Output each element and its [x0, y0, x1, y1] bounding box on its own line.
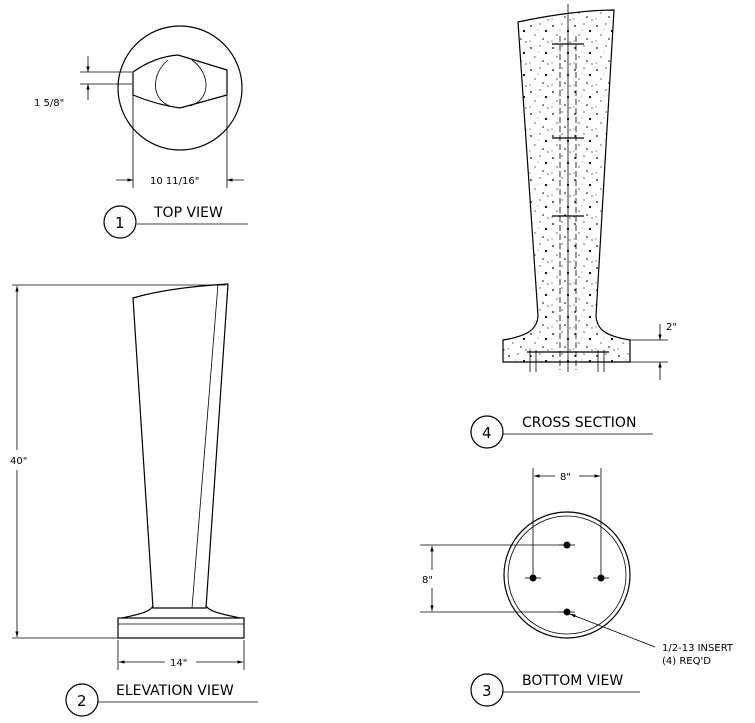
elevation-shaft: [132, 283, 229, 609]
bottom-view-number-bubble: [470, 673, 504, 707]
elevation-view: 40" 14" 2 ELEVATION VIEW: [10, 283, 258, 717]
bottom-view-inner-circle: [507, 515, 627, 635]
insert-note-line-1: 1/2-13 INSERT: [662, 643, 734, 654]
elevation-view-number-bubble: [65, 683, 99, 717]
top-view: 1 5/8" 10 11/16" 1 TOP VIEW: [34, 25, 248, 239]
bottom-view: 8" 8" 1/2-13 INSERT (4) REQ'D 3 BOTTOM V…: [420, 468, 734, 707]
elevation-view-title: ELEVATION VIEW: [116, 683, 234, 699]
top-view-number-bubble: [103, 205, 137, 239]
top-dim-width-label: 10 11/16": [150, 176, 199, 187]
section-outline: [502, 9, 631, 363]
top-dim-thickness-label: 1 5/8": [34, 98, 64, 109]
section-title: CROSS SECTION: [522, 415, 636, 431]
elevation-view-number: 2: [77, 692, 87, 710]
top-view-inner-arc-2: [189, 59, 207, 107]
elevation-foot-flare-left: [121, 605, 154, 619]
top-view-title: TOP VIEW: [153, 205, 223, 221]
elev-dim-base-label: 14": [170, 658, 187, 669]
elevation-foot-flare-right: [205, 605, 241, 619]
bottom-dim-v-label: 8": [422, 575, 433, 586]
section-number-bubble: [470, 415, 504, 449]
insert-leader: [569, 613, 656, 648]
bottom-dim-h-label: 8": [560, 472, 571, 483]
top-view-inner-arc: [155, 59, 171, 107]
elevation-face-line: [191, 283, 219, 609]
top-view-outer-circle: [117, 25, 243, 151]
section-number: 4: [482, 424, 492, 442]
top-view-number: 1: [115, 214, 125, 232]
bottom-view-outer-circle: [503, 511, 631, 639]
top-view-profile: [132, 54, 228, 109]
bottom-view-title: BOTTOM VIEW: [522, 673, 623, 689]
section-dim-base-label: 2": [666, 322, 677, 333]
bottom-view-number: 3: [482, 682, 492, 700]
insert-note-line-2: (4) REQ'D: [662, 656, 711, 667]
elevation-base: [117, 617, 245, 639]
cross-section: 2" 4 CROSS SECTION: [470, 4, 677, 449]
elev-dim-height-label: 40": [10, 456, 27, 467]
